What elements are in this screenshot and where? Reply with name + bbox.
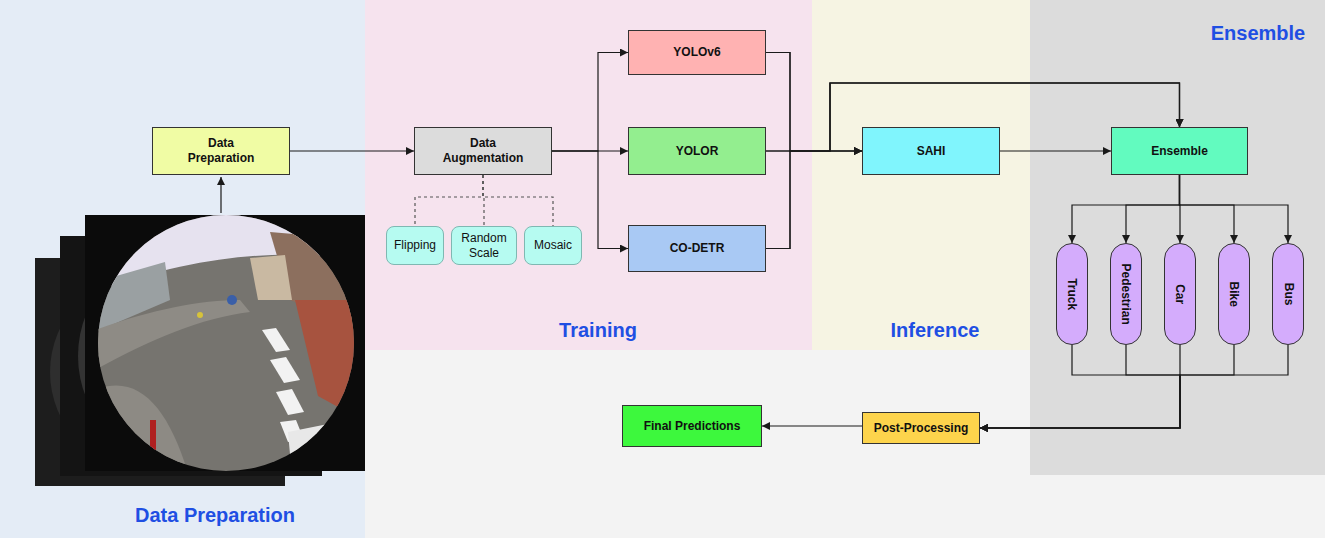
- process-box: YOLOR: [628, 127, 766, 175]
- building: [250, 255, 292, 300]
- process-box: Ensemble: [1111, 127, 1248, 175]
- connector: [1126, 175, 1180, 243]
- augmentation-chip: Flipping: [386, 226, 444, 265]
- process-box: Post-Processing: [862, 412, 980, 444]
- building: [95, 262, 170, 332]
- photo-frame: [85, 215, 365, 471]
- photo-frame: [60, 236, 322, 476]
- box-label: CO-DETR: [670, 241, 725, 256]
- connector: [766, 53, 1180, 152]
- connector: [980, 345, 1180, 428]
- connector: [1000, 150, 1111, 151]
- fisheye-lens: [78, 244, 302, 468]
- scooter: [197, 312, 203, 318]
- box-label: SAHI: [917, 144, 946, 159]
- process-box: Data Preparation: [152, 127, 290, 175]
- connector: [762, 425, 862, 426]
- connector: [1180, 175, 1235, 243]
- process-box: YOLOv6: [628, 30, 766, 75]
- augmentation-chip: Mosaic: [524, 226, 582, 265]
- connector: [415, 175, 483, 226]
- class-capsule: Bus: [1272, 243, 1304, 345]
- class-label: Truck: [1065, 278, 1079, 310]
- box-label: Post-Processing: [874, 421, 969, 436]
- car: [288, 420, 362, 471]
- augmentation-chip: Random Scale: [451, 226, 517, 265]
- box-label: Data Preparation: [175, 136, 267, 166]
- chip-label: Mosaic: [534, 238, 572, 252]
- box-label: Data Augmentation: [435, 136, 531, 166]
- building: [295, 300, 362, 420]
- class-label: Bus: [1281, 283, 1295, 306]
- box-label: YOLOR: [676, 144, 719, 159]
- photo-frame: [35, 258, 285, 486]
- connector: [552, 53, 628, 152]
- class-label: Bike: [1227, 281, 1241, 306]
- process-box: SAHI: [862, 127, 1000, 175]
- connector: [1072, 175, 1180, 243]
- region-title: Inference: [891, 318, 980, 342]
- fisheye-lens: [50, 272, 250, 472]
- region-title: Data Preparation: [135, 503, 295, 527]
- class-capsule: Pedestrian: [1110, 243, 1142, 345]
- connector: [766, 53, 862, 152]
- process-box: Final Predictions: [622, 405, 762, 447]
- class-label: Pedestrian: [1119, 263, 1133, 324]
- connector: [1180, 175, 1289, 243]
- connector: [290, 150, 414, 151]
- input-arrow: [220, 177, 221, 213]
- process-box: CO-DETR: [628, 225, 766, 272]
- crosswalk-stripe: [280, 420, 304, 442]
- chip-label: Flipping: [394, 238, 436, 252]
- pole: [150, 420, 156, 462]
- scooter: [227, 295, 237, 305]
- box-label: YOLOv6: [673, 45, 720, 60]
- connector: [980, 345, 1234, 428]
- class-capsule: Car: [1164, 243, 1196, 345]
- connector: [552, 150, 628, 151]
- chip-label: Random Scale: [459, 231, 509, 260]
- connector: [483, 175, 484, 226]
- class-label: Car: [1173, 284, 1187, 304]
- box-label: Final Predictions: [644, 419, 741, 434]
- crosswalk-stripe: [262, 328, 290, 352]
- region-panel: Inference SAHI: [812, 0, 1030, 350]
- fisheye-photo: [90, 215, 365, 471]
- class-capsule: Truck: [1056, 243, 1088, 345]
- sidewalk: [95, 386, 190, 471]
- connector: [980, 345, 1288, 428]
- sidewalk: [95, 300, 250, 370]
- region-panel: Training Data AugmentationFlipping Random …: [365, 0, 812, 350]
- connector: [980, 345, 1180, 428]
- region-panel: Data PreparationData Preparation: [0, 0, 365, 538]
- box-label: Ensemble: [1151, 144, 1208, 159]
- class-capsule: Bike: [1218, 243, 1250, 345]
- connector: [483, 175, 553, 226]
- connector: [552, 151, 628, 249]
- crosswalk-stripe: [276, 389, 304, 415]
- connector: [980, 345, 1180, 428]
- sky: [95, 215, 362, 292]
- crosswalk-stripe: [270, 357, 300, 383]
- region-panel: EnsembleEnsembleTruckPedestrianCarBikeBu…: [1030, 0, 1325, 475]
- region-title: Ensemble: [1211, 21, 1305, 45]
- connector: [1179, 175, 1181, 243]
- region-title: Training: [559, 318, 637, 342]
- connector: [766, 151, 862, 249]
- connector: [766, 150, 862, 151]
- process-box: Data Augmentation: [414, 127, 552, 175]
- connector: [766, 83, 1180, 151]
- road: [90, 215, 365, 471]
- connector: [766, 83, 1180, 249]
- building: [270, 232, 362, 330]
